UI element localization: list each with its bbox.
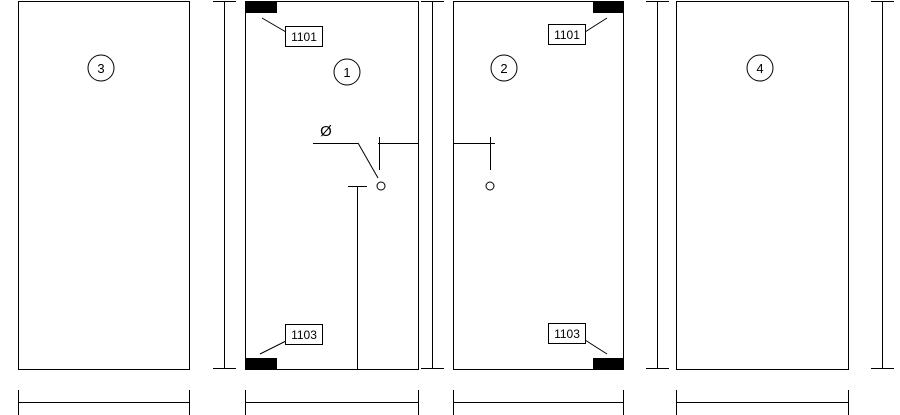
panel-4-number-circle — [746, 54, 774, 82]
panel-1-number: 1 — [343, 65, 350, 80]
bottom-pivot-right — [593, 358, 623, 369]
panel-4: 4 — [676, 1, 849, 370]
diameter-symbol: Ø — [320, 123, 332, 140]
tag-box-top-right — [548, 24, 586, 45]
tag-box-top-left — [285, 26, 323, 47]
panel-4-frame — [676, 1, 849, 370]
tag-bottom-left: 1103 — [291, 328, 317, 342]
panel-2: 1101 1103 2 — [453, 1, 624, 370]
bottom-dimension-lines — [18, 390, 849, 415]
leader-bottom-left — [259, 340, 287, 355]
panel-4-number: 4 — [756, 61, 763, 76]
panel-1-number-circle — [333, 58, 361, 86]
panel-3-frame — [18, 1, 190, 370]
panel-1-frame — [245, 1, 419, 370]
panel-3-number-circle — [87, 54, 115, 82]
keyhole-right — [485, 181, 495, 191]
top-pivot-left — [246, 2, 277, 13]
top-pivot-right — [593, 2, 623, 13]
lock-hardware-left: Ø — [313, 123, 419, 369]
tag-top-left: 1101 — [291, 30, 317, 44]
panel-3-number: 3 — [97, 61, 104, 76]
leader-bottom-right — [584, 339, 608, 355]
panel-2-frame — [453, 1, 624, 370]
tag-top-right: 1101 — [554, 28, 580, 42]
meeting-stile-lines — [421, 1, 444, 369]
tag-box-bottom-right — [548, 323, 586, 344]
tag-bottom-right: 1103 — [554, 327, 580, 341]
leader-top-left — [261, 17, 287, 33]
bottom-pivot-left — [246, 358, 277, 369]
keyhole-left — [376, 181, 386, 191]
panel-2-number-circle — [490, 54, 518, 82]
leader-top-right — [584, 17, 608, 33]
panel-1: 1101 1103 1 Ø — [245, 1, 419, 370]
panel-2-number: 2 — [500, 61, 507, 76]
dimension-line-right — [646, 1, 669, 369]
handle-hardware-right — [454, 137, 495, 191]
dimension-line-left — [213, 1, 236, 369]
tag-box-bottom-left — [285, 324, 323, 345]
panel-3: 3 — [18, 1, 190, 370]
dimension-line-far-right — [871, 1, 894, 369]
